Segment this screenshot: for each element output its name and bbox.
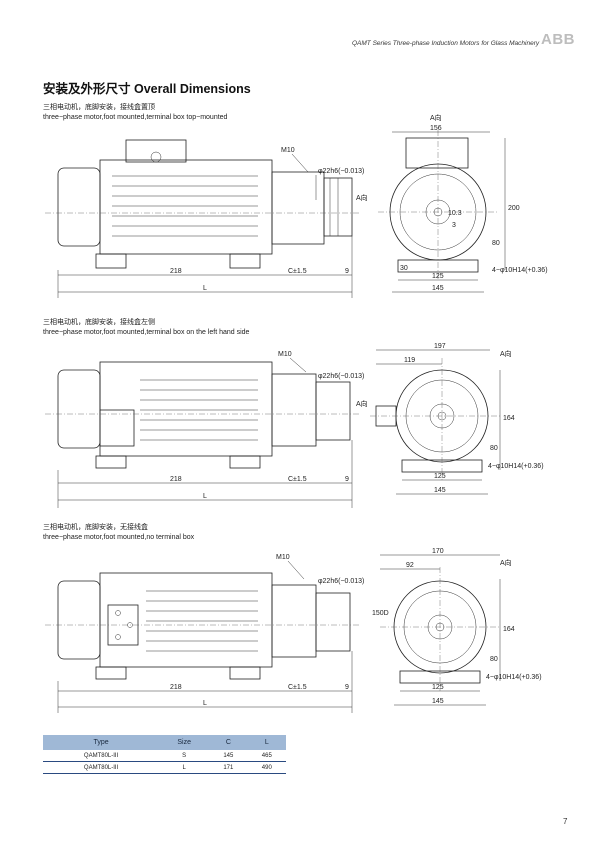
drawing-2-dim-119: 119 xyxy=(404,357,415,364)
drawing-1-a-dir: A向 xyxy=(356,193,368,202)
page-number: 7 xyxy=(563,817,568,826)
drawing-1-m10: M10 xyxy=(281,147,295,154)
drawing-1-a-view: A向 xyxy=(430,113,442,122)
drawing-1-dim-80: 80 xyxy=(492,240,500,247)
table-header-size: Size xyxy=(159,735,210,750)
table-cell-c: 145 xyxy=(209,750,248,762)
drawing-2-dim-l: L xyxy=(203,493,207,500)
drawing-1-shaft: φ22h6(−0.013) xyxy=(318,168,364,175)
drawing-2-dim-218: 218 xyxy=(170,476,182,483)
drawing-3-holes: 4−φ10H14(+0.36) xyxy=(486,674,542,681)
drawing-2-a-view: A向 xyxy=(500,349,512,358)
drawing-1-dim-156: 156 xyxy=(430,125,442,132)
drawing-1-dim-145: 145 xyxy=(432,285,444,292)
drawing-2-dim-145: 145 xyxy=(434,487,446,494)
drawing-2-dim-125: 125 xyxy=(434,473,446,480)
drawing-1-dim-l: L xyxy=(203,285,207,292)
drawing-3-dim-92: 92 xyxy=(406,562,414,569)
table-header-c: C xyxy=(209,735,248,750)
drawing-2-dim-80: 80 xyxy=(490,445,498,452)
abb-logo: ABB xyxy=(541,31,575,48)
series-title: QAMT Series Three-phase Induction Motors… xyxy=(352,40,540,47)
drawing-2-shaft: φ22h6(−0.013) xyxy=(318,373,364,380)
drawing-2-caption-cn: 三相电动机，底脚安装，接线盒左侧 xyxy=(43,319,155,326)
drawing-3-dim-80: 80 xyxy=(490,656,498,663)
table-cell-l: 490 xyxy=(247,761,286,774)
table-cell-type: QAMT80L-III xyxy=(43,750,160,762)
drawing-1-holes: 4−φ10H14(+0.36) xyxy=(492,267,548,274)
drawing-1-caption-en: three−phase motor,foot mounted,terminal … xyxy=(43,114,228,121)
drawing-1-dim-c: C±1.5 xyxy=(288,268,307,275)
drawing-3-dim-145: 145 xyxy=(432,698,444,705)
drawing-2-caption-en: three−phase motor,foot mounted,terminal … xyxy=(43,329,250,336)
table-cell-l: 465 xyxy=(247,750,286,762)
table-cell-type: QAMT80L-III xyxy=(43,761,160,774)
drawing-3-a-view: A向 xyxy=(500,558,512,567)
table-header-type: Type xyxy=(43,735,160,750)
drawing-3-dim-9: 9 xyxy=(345,684,349,691)
table-header-row: Type Size C L xyxy=(43,735,286,750)
drawing-1-caption-cn: 三相电动机，底脚安装，接线盒置顶 xyxy=(43,104,155,111)
table-row: QAMT80L-III S 145 465 xyxy=(43,750,286,762)
drawing-3-dim-c: C±1.5 xyxy=(288,684,307,691)
drawing-3-side-view: 218 C±1.5 9 L M10 φ22h6(−0.013) 170 92 A… xyxy=(45,548,542,713)
drawing-3-caption-cn: 三相电动机，底脚安装，无接线盒 xyxy=(43,524,148,531)
drawing-3-dim-164: 164 xyxy=(503,626,515,633)
drawing-2-dim-c: C±1.5 xyxy=(288,476,307,483)
drawing-3-shaft: φ22h6(−0.013) xyxy=(318,578,364,585)
drawing-1-dim-3: 3 xyxy=(452,222,456,229)
drawing-2-a-dir: A向 xyxy=(356,399,368,408)
drawing-1-side-view: 218 C±1.5 9 L M10 φ22h6(−0.013) A向 156 A… xyxy=(45,113,548,298)
drawing-2-holes: 4−φ10H14(+0.36) xyxy=(488,463,544,470)
drawing-2-side-view: 218 C±1.5 9 L M10 φ22h6(−0.013) A向 197 1… xyxy=(45,343,544,508)
table-cell-c: 171 xyxy=(209,761,248,774)
drawing-2-dim-9: 9 xyxy=(345,476,349,483)
drawing-1-dim-103: 10.3 xyxy=(448,210,462,217)
table-row: QAMT80L-III L 171 490 xyxy=(43,761,286,774)
drawing-2-m10: M10 xyxy=(278,351,292,358)
drawing-2-dim-197: 197 xyxy=(434,343,446,350)
drawing-3-dim-150: 150D xyxy=(372,610,389,617)
drawing-1-dim-125: 125 xyxy=(432,273,444,280)
table-cell-size: L xyxy=(159,761,210,774)
drawing-1-dim-218: 218 xyxy=(170,268,182,275)
drawing-3-m10: M10 xyxy=(276,554,290,561)
drawing-1-dim-9: 9 xyxy=(345,268,349,275)
section-title: 安装及外形尺寸 Overall Dimensions xyxy=(43,82,251,96)
drawing-1-dim-30: 30 xyxy=(400,265,408,272)
drawing-3-dim-218: 218 xyxy=(170,684,182,691)
table-cell-size: S xyxy=(159,750,210,762)
table-header-l: L xyxy=(247,735,286,750)
drawing-3-dim-l: L xyxy=(203,700,207,707)
drawing-3-dim-170: 170 xyxy=(432,548,444,555)
spec-table: Type Size C L QAMT80L-III S 145 465 QAMT… xyxy=(43,735,286,774)
drawing-2-dim-164: 164 xyxy=(503,415,515,422)
drawing-3-caption-en: three−phase motor,foot mounted,no termin… xyxy=(43,534,195,541)
drawing-1-dim-200: 200 xyxy=(508,205,520,212)
drawing-3-dim-125: 125 xyxy=(432,684,444,691)
